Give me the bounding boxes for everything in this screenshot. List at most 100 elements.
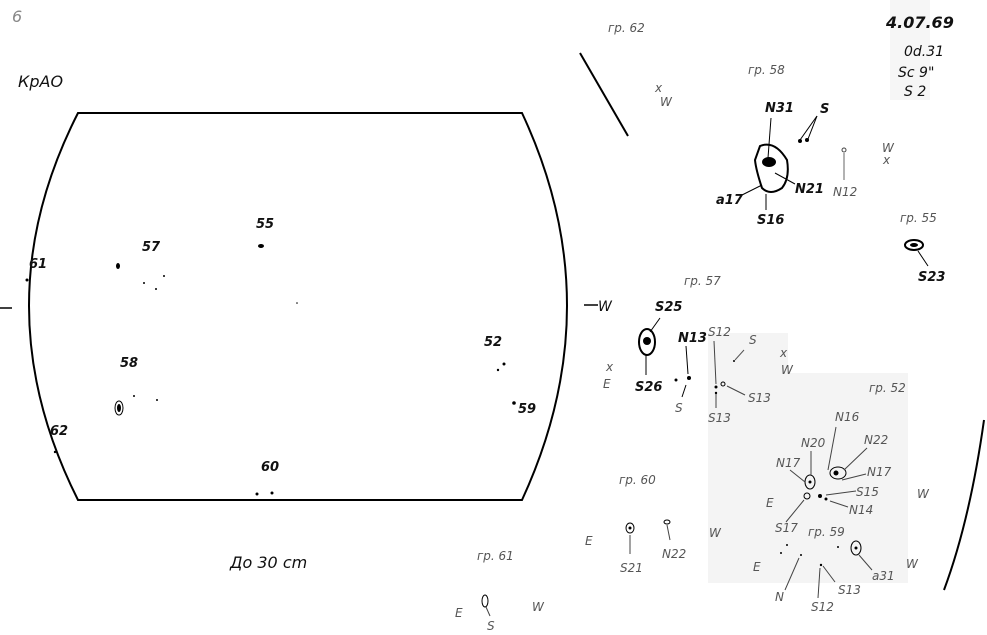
group-52-leaders (785, 426, 868, 523)
spot-penumbra (904, 239, 924, 251)
west-marker: W (660, 95, 673, 109)
label-N22: N22 (864, 433, 888, 447)
spot (143, 282, 145, 284)
disk-group-57: 57 (142, 240, 161, 255)
label-N31: N31 (765, 101, 794, 116)
spot (841, 147, 847, 153)
label-S13: S13 (838, 583, 861, 597)
group-62-title: гр. 62 (608, 21, 645, 35)
spot (714, 391, 718, 395)
spot-penumbra (638, 328, 656, 356)
leader-line (817, 567, 821, 599)
label-S: S (675, 401, 683, 415)
cross-marker: x (882, 153, 891, 167)
disk-group-52: 52 (484, 335, 502, 350)
west-marker: W (781, 363, 794, 377)
spot (258, 244, 264, 248)
west-marker: W (532, 600, 545, 614)
label-S15: S15 (856, 485, 879, 499)
west-marker: W (882, 141, 895, 155)
label-S16: S16 (757, 213, 784, 228)
label-N16: N16 (835, 410, 860, 424)
limb-arc (579, 52, 629, 137)
scan-shade (708, 373, 908, 583)
spot (163, 275, 165, 277)
group-55-title: гр. 55 (900, 211, 937, 225)
label-S12: S12 (811, 600, 834, 614)
observatory-label: КрАО (18, 72, 63, 91)
leader-line (843, 447, 868, 471)
west-marker: W (709, 526, 722, 540)
label-S13: S13 (708, 411, 731, 425)
spot (512, 401, 516, 405)
leader-line (734, 349, 745, 361)
west-marker: W (917, 487, 930, 501)
scan-shade (890, 0, 930, 100)
spot (819, 563, 823, 567)
solar-disk-outline (28, 112, 568, 501)
label-S12: S12 (708, 325, 731, 339)
leader-line (666, 524, 671, 541)
spot (155, 288, 157, 290)
disk-group-62: 62 (50, 424, 68, 439)
label-N14: N14 (849, 503, 873, 517)
spot (53, 450, 57, 454)
leader-line (739, 184, 763, 197)
leader-line (681, 384, 687, 398)
spot (255, 492, 259, 496)
leader-line (827, 426, 837, 471)
spot (803, 492, 811, 500)
label-N20: N20 (801, 436, 826, 450)
disk-group-59: 59 (518, 402, 536, 417)
label-S23: S23 (918, 270, 945, 285)
leader-line (858, 554, 873, 571)
spot (663, 519, 671, 525)
label-S13: S13 (748, 391, 771, 405)
label-S17: S17 (775, 521, 798, 535)
observation-date: 4.07.69 (885, 13, 954, 32)
leader-line (829, 500, 849, 508)
spot (674, 378, 678, 382)
spot (800, 554, 802, 556)
spot (910, 243, 918, 247)
leader-line (822, 565, 836, 583)
leader-line (784, 557, 800, 591)
label-N21: N21 (795, 182, 824, 197)
spot (780, 552, 782, 554)
east-marker: E (753, 560, 761, 574)
disk-group-60: 60 (261, 460, 279, 475)
scale-value: S 2 (904, 84, 926, 100)
label-N17: N17 (776, 456, 801, 470)
leader-line (649, 317, 661, 333)
leader-line (726, 385, 746, 396)
leader-line (917, 250, 929, 267)
spot (805, 138, 809, 142)
east-marker: E (455, 606, 463, 620)
disk-group-55: 55 (256, 217, 274, 232)
leader-line (799, 115, 818, 141)
spot (733, 360, 735, 362)
label-S: S (749, 333, 757, 347)
spot (643, 337, 651, 345)
group-58-title: гр. 58 (748, 63, 785, 77)
label-N13: N13 (678, 331, 707, 346)
east-marker: E (766, 496, 774, 510)
spot (628, 526, 632, 530)
spot-penumbra (850, 540, 862, 556)
leader-line (807, 115, 818, 140)
label-N17: N17 (867, 465, 892, 479)
spot-penumbra (114, 400, 124, 416)
group-59-title: гр. 59 (808, 525, 845, 539)
spot (496, 368, 500, 372)
label-S: S (487, 619, 495, 633)
spot (687, 376, 691, 380)
spot (270, 491, 274, 495)
label-N12: N12 (833, 185, 857, 199)
spot (824, 497, 828, 501)
limb-arc (943, 419, 985, 591)
leader-line (789, 469, 806, 483)
group-59-leaders (784, 554, 873, 599)
spot-penumbra (829, 466, 847, 480)
